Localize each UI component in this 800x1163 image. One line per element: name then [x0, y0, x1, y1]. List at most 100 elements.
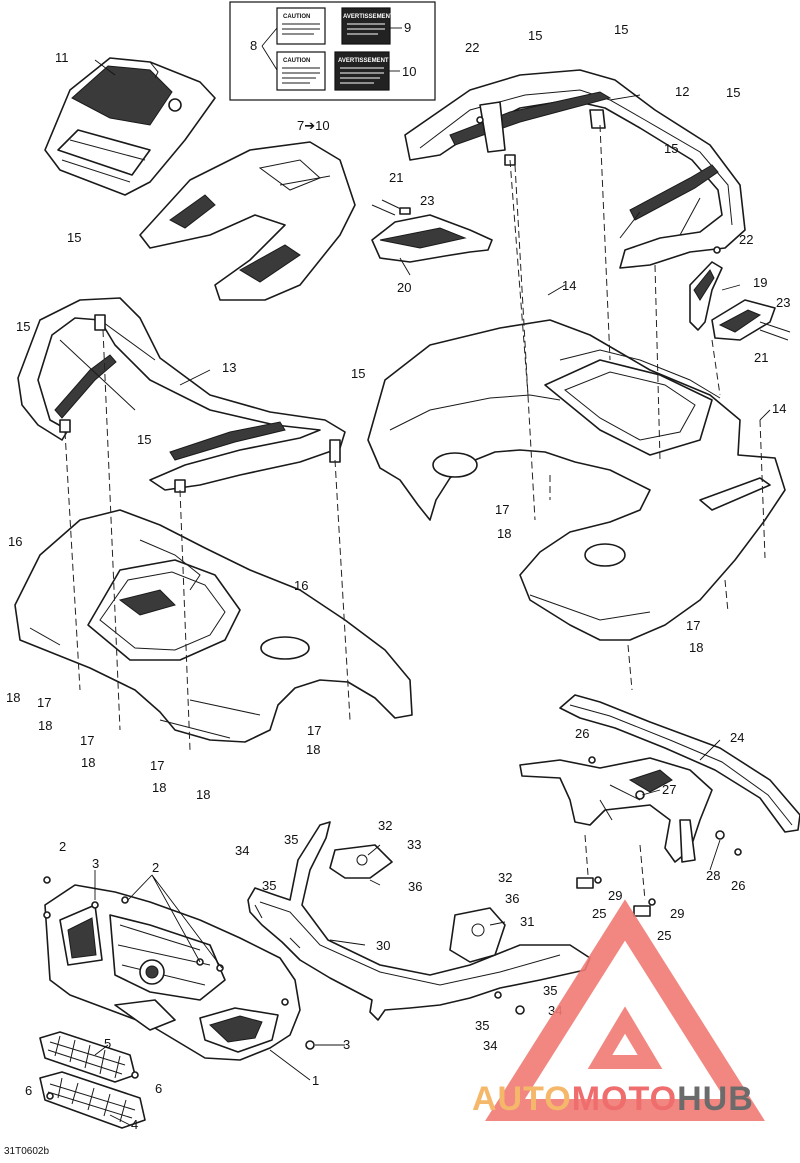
callout-35: 35 — [262, 878, 276, 893]
assembly-lines — [64, 124, 766, 901]
callout-14: 14 — [562, 278, 576, 293]
callout-26: 26 — [575, 726, 589, 741]
callout-15: 15 — [726, 85, 740, 100]
callout-18: 18 — [81, 755, 95, 770]
leader-lines — [94, 59, 771, 1126]
callout-16: 16 — [8, 534, 22, 549]
part-5-grille — [39, 1031, 136, 1083]
callout-18: 18 — [38, 718, 52, 733]
callout-27: 27 — [662, 782, 676, 797]
callout-22: 22 — [465, 40, 479, 55]
callout-2: 2 — [59, 839, 66, 854]
watermark-text: AUTOMOTOHUB — [472, 1080, 754, 1118]
part-19-bracket — [689, 261, 791, 341]
decal-panel: CAUTION AVERTISSEMENT CAUTION AVERTISSEM… — [229, 1, 436, 101]
callout-6: 6 — [25, 1083, 32, 1098]
part-16-front-fender — [14, 509, 413, 743]
callout-3: 3 — [92, 856, 99, 871]
callout-18: 18 — [306, 742, 320, 757]
part-12-rear-rack — [404, 69, 746, 269]
callout-15: 15 — [351, 366, 365, 381]
watermark-auto: AUTO — [472, 1080, 572, 1118]
callout-24: 24 — [730, 730, 744, 745]
callout-29: 29 — [670, 906, 684, 921]
callout-15: 15 — [528, 28, 542, 43]
callout-18: 18 — [6, 690, 20, 705]
callout-28: 28 — [706, 868, 720, 883]
callout-17: 17 — [37, 695, 51, 710]
part-20-bracket — [371, 199, 493, 263]
part-30-front-bumper — [247, 821, 591, 1021]
decal-frame — [229, 1, 436, 101]
callout-21: 21 — [389, 170, 403, 185]
part-11-headlight-cover — [44, 57, 216, 196]
callout-1: 1 — [312, 1073, 319, 1088]
callout-3: 3 — [343, 1037, 350, 1052]
callout-17: 17 — [80, 733, 94, 748]
part-4-grille — [39, 1071, 146, 1129]
callout-36: 36 — [408, 879, 422, 894]
part-1-front-fascia — [44, 884, 301, 1061]
part-14-rear-fender — [367, 319, 786, 641]
callout-10: 10 — [402, 64, 416, 79]
watermark-hub: HUB — [677, 1080, 754, 1118]
callout-19: 19 — [753, 275, 767, 290]
callout-32: 32 — [498, 870, 512, 885]
callout-18: 18 — [196, 787, 210, 802]
callout-11: 11 — [55, 50, 69, 65]
callout-8: 8 — [250, 38, 257, 53]
callout-29: 29 — [608, 888, 622, 903]
decal-caution-bottom — [276, 51, 326, 91]
callout-23: 23 — [776, 295, 790, 310]
callout-25: 25 — [657, 928, 671, 943]
callout-18: 18 — [152, 780, 166, 795]
part-7-10-front-panel — [139, 141, 356, 301]
callout-15: 15 — [137, 432, 151, 447]
callout-35: 35 — [543, 983, 557, 998]
decal-avert-top-text: AVERTISSEMENT — [343, 14, 394, 20]
callout-30: 30 — [376, 938, 390, 953]
callout-17: 17 — [686, 618, 700, 633]
callout-25: 25 — [592, 906, 606, 921]
callout-35: 35 — [284, 832, 298, 847]
decal-avertissement-top — [341, 7, 391, 45]
callout-31: 31 — [520, 914, 534, 929]
callout-33: 33 — [407, 837, 421, 852]
callout-6: 6 — [155, 1081, 162, 1096]
clip-25b — [633, 905, 651, 917]
callout-17: 17 — [307, 723, 321, 738]
watermark-moto: MOTO — [572, 1080, 677, 1118]
callout-17: 17 — [495, 502, 509, 517]
callout-15: 15 — [664, 141, 678, 156]
callout-13: 13 — [222, 360, 236, 375]
callout-9: 9 — [404, 20, 411, 35]
automotohub-watermark: AUTOMOTOHUB — [472, 899, 765, 1121]
decal-caution-top — [276, 7, 326, 45]
decal-caution-top-text: CAUTION — [283, 14, 310, 20]
callout-7-to-10: 7➔10 — [297, 118, 330, 133]
callout-14: 14 — [772, 401, 786, 416]
callout-34: 34 — [235, 843, 249, 858]
callout-18: 18 — [497, 526, 511, 541]
clip-25a — [576, 877, 594, 889]
callout-18: 18 — [689, 640, 703, 655]
callout-35: 35 — [475, 1018, 489, 1033]
callout-15: 15 — [614, 22, 628, 37]
callout-2: 2 — [152, 860, 159, 875]
callout-17: 17 — [150, 758, 164, 773]
callout-4: 4 — [131, 1117, 138, 1132]
callout-15: 15 — [67, 230, 81, 245]
callout-22: 22 — [739, 232, 753, 247]
callout-15: 15 — [16, 319, 30, 334]
callout-34: 34 — [483, 1038, 497, 1053]
callout-16: 16 — [294, 578, 308, 593]
decal-caution-bottom-text: CAUTION — [283, 58, 310, 64]
callout-36: 36 — [505, 891, 519, 906]
callout-26: 26 — [731, 878, 745, 893]
drawing-code: 31T0602b — [4, 1146, 49, 1157]
callout-20: 20 — [397, 280, 411, 295]
callout-12: 12 — [675, 84, 689, 99]
callout-32: 32 — [378, 818, 392, 833]
